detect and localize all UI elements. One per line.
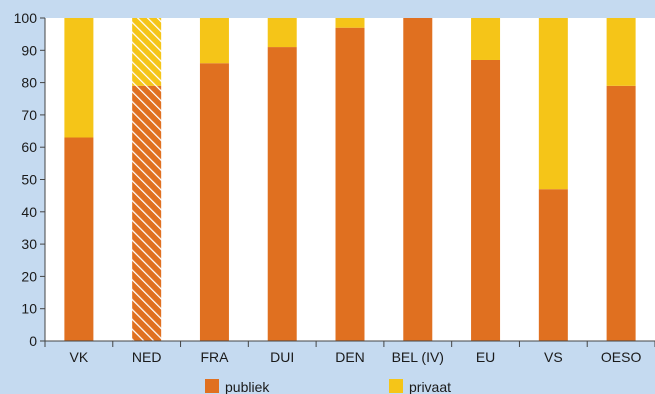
legend-swatch-privaat	[389, 379, 403, 393]
y-tick-label: 50	[21, 172, 37, 188]
bar-privaat-vk	[64, 18, 94, 138]
bar-publiek-dui	[267, 47, 297, 341]
x-tick-label: VK	[70, 349, 89, 365]
bar-privaat-fra	[199, 18, 229, 64]
bar-publiek-vs	[538, 189, 568, 341]
bar-privaat-eu	[471, 18, 501, 60]
x-axis: VK NED FRA DUI DEN BEL (IV) EU VS OESO	[44, 340, 655, 365]
bar-privaat-den	[335, 18, 365, 28]
x-tick-label: BEL (IV)	[392, 349, 444, 365]
bar-publiek-oeso	[606, 85, 636, 341]
bar-privaat-oeso	[606, 18, 636, 86]
legend: publiek privaat	[205, 379, 451, 394]
y-tick-label: 0	[29, 333, 37, 349]
bar-privaat-vs	[538, 18, 568, 190]
legend-label-publiek: publiek	[225, 379, 270, 394]
bar-publiek-fra	[199, 63, 229, 341]
x-tick-label: DUI	[270, 349, 294, 365]
x-tick-label: VS	[544, 349, 563, 365]
y-axis: 0 10 20 30 40 50 60 70 80 90 100	[14, 10, 46, 349]
bar-publiek-den	[335, 27, 365, 341]
y-tick-label: 100	[14, 10, 38, 26]
y-tick-label: 60	[21, 139, 37, 155]
legend-swatch-publiek	[205, 379, 219, 393]
x-tick-label: OESO	[601, 349, 642, 365]
bar-privaat-ned	[132, 18, 162, 86]
bars-group	[64, 18, 636, 342]
y-tick-label: 90	[21, 42, 37, 58]
x-tick-label: EU	[476, 349, 495, 365]
y-tick-label: 70	[21, 107, 37, 123]
bar-publiek-vk	[64, 137, 94, 341]
y-tick-label: 40	[21, 204, 37, 220]
y-tick-label: 80	[21, 75, 37, 91]
x-tick-label: DEN	[335, 349, 365, 365]
y-tick-label: 10	[21, 301, 37, 317]
legend-label-privaat: privaat	[409, 379, 451, 394]
bar-publiek-eu	[471, 59, 501, 342]
bar-publiek-ned	[132, 85, 162, 341]
y-tick-label: 30	[21, 236, 37, 252]
y-tick-label: 20	[21, 268, 37, 284]
x-tick-label: NED	[132, 349, 162, 365]
bar-privaat-dui	[267, 18, 297, 48]
bar-publiek-bel-iv	[403, 18, 433, 341]
x-tick-label: FRA	[200, 349, 229, 365]
